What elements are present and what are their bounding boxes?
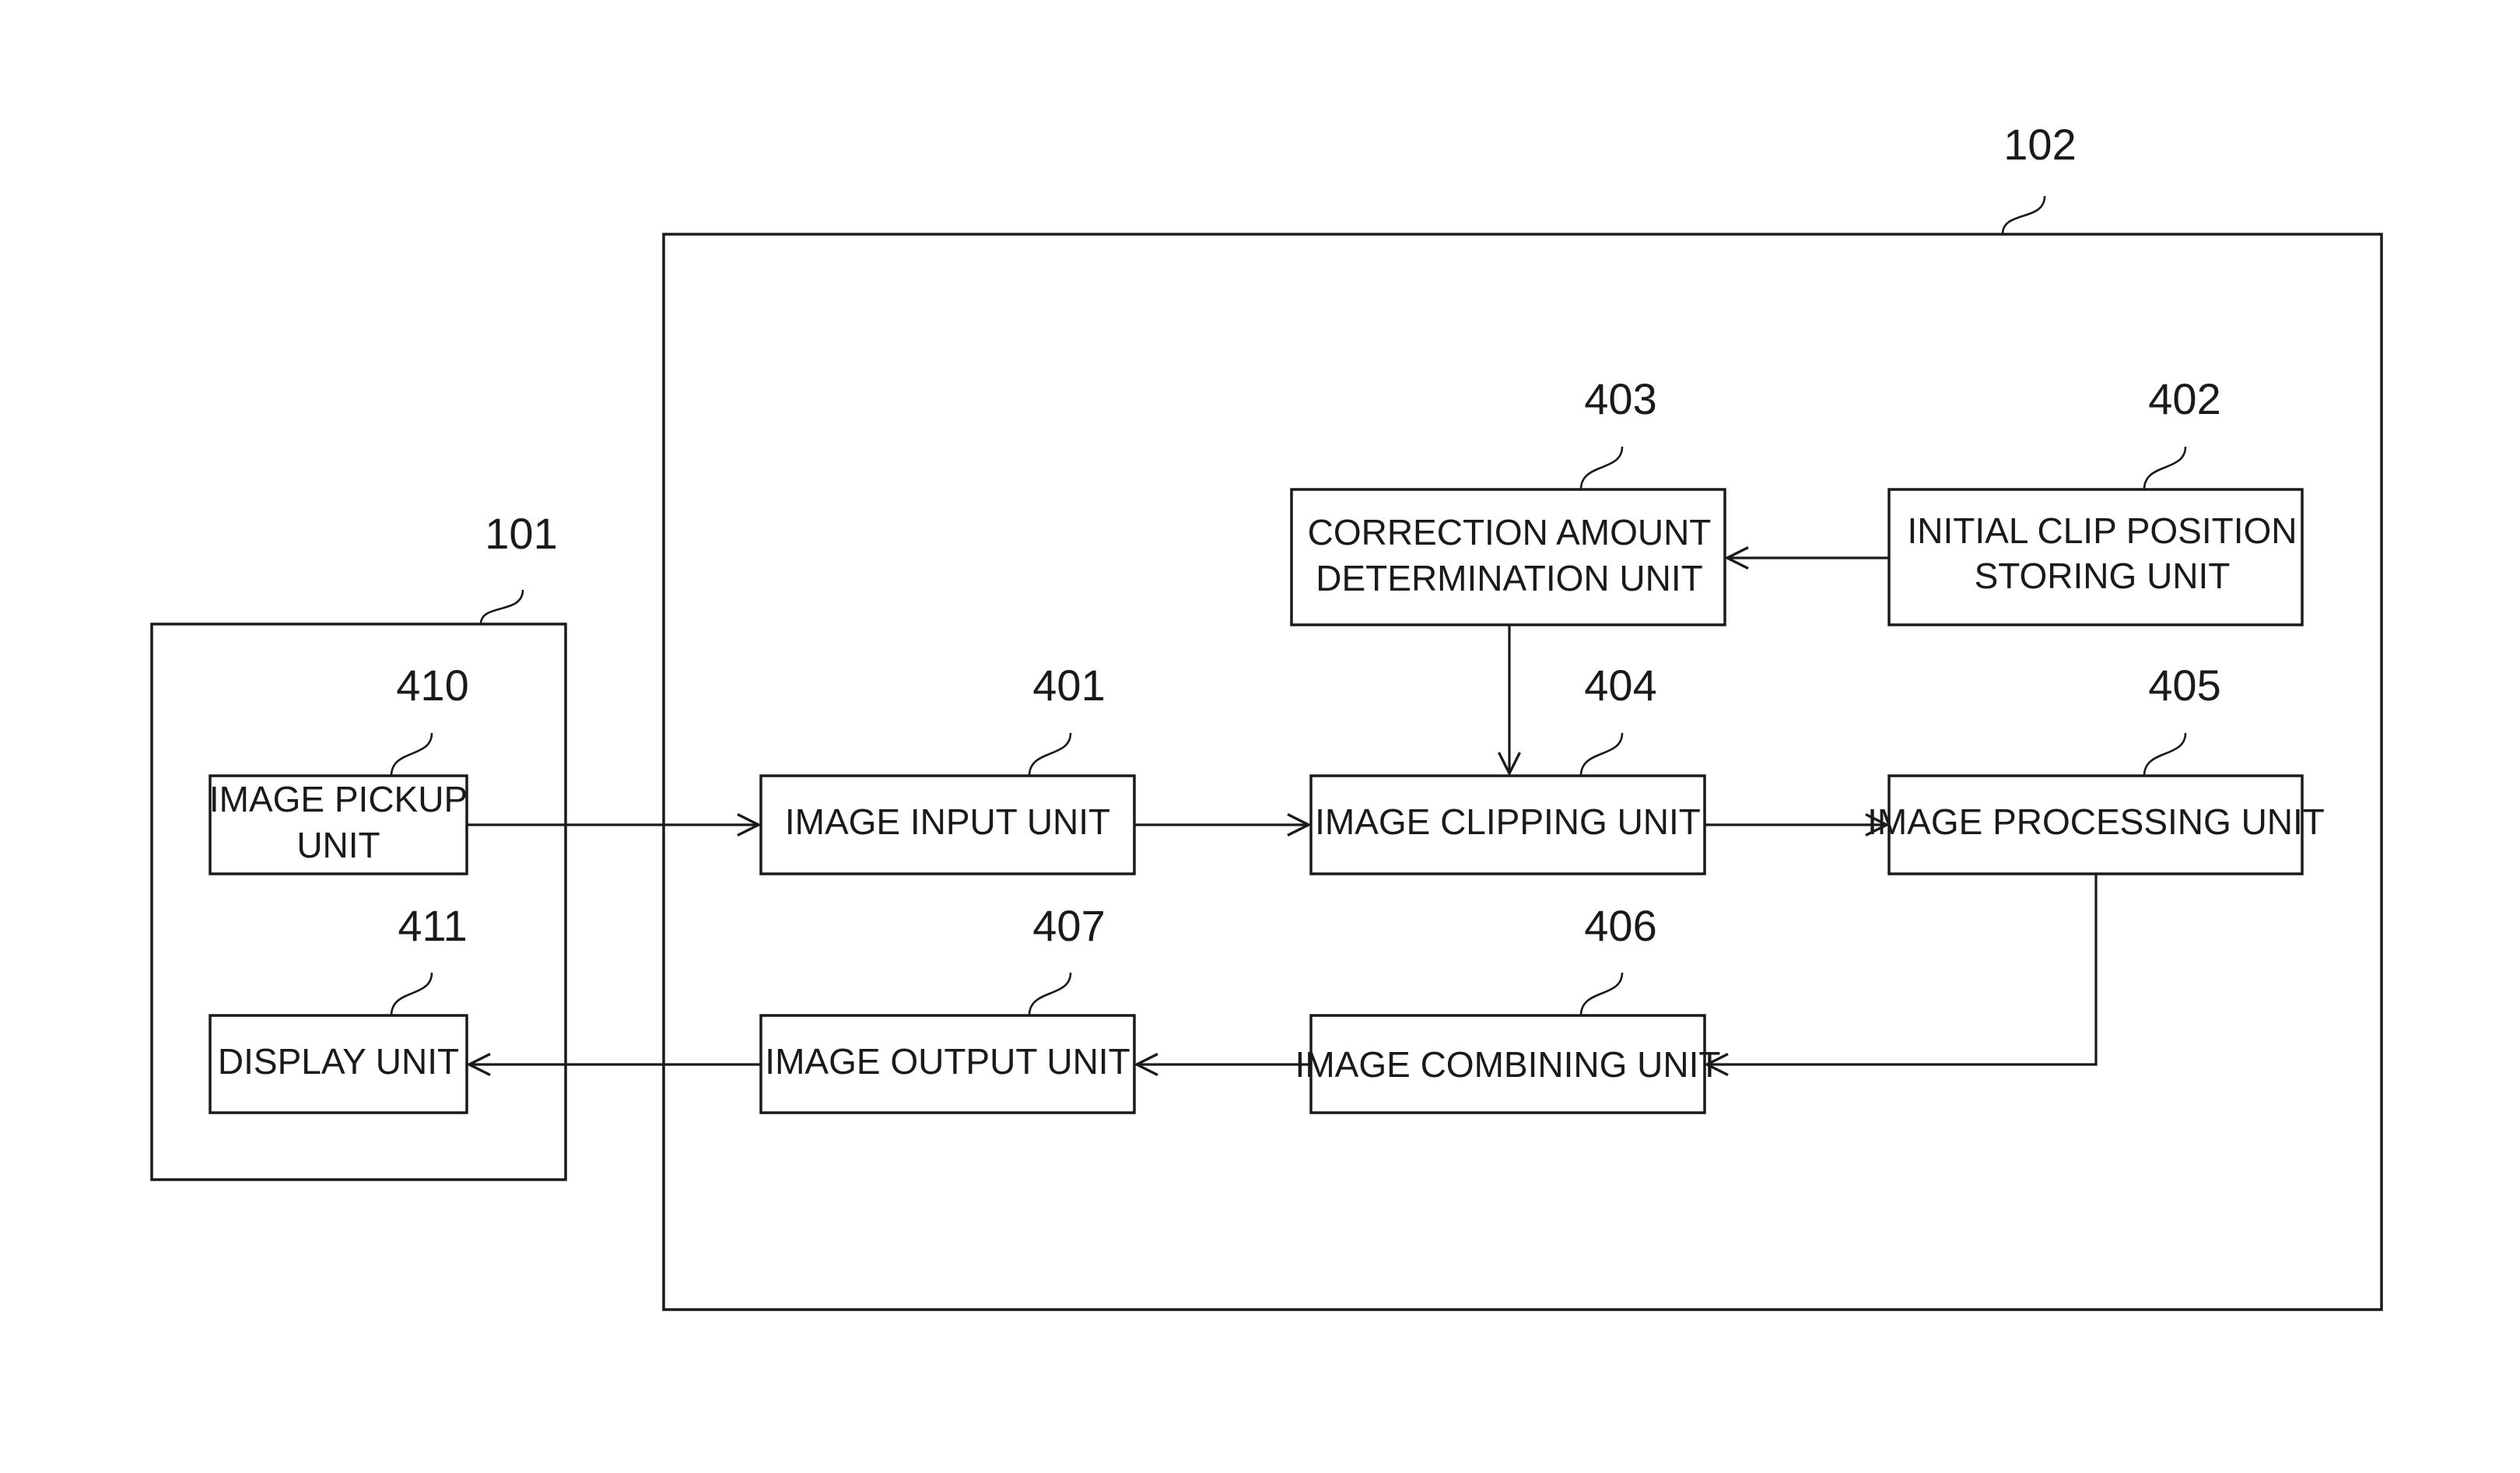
device-102-ref: 102 <box>2003 120 2076 169</box>
display-unit-ref: 411 <box>398 901 467 950</box>
image-input-unit-label: IMAGE INPUT UNIT <box>785 801 1110 842</box>
image-clipping-unit-label: IMAGE CLIPPING UNIT <box>1315 801 1701 842</box>
image-pickup-unit-leader <box>391 733 432 776</box>
arrow-image-processing-to-image-combining <box>1707 874 2096 1064</box>
image-clipping-unit-ref: 404 <box>1584 661 1656 710</box>
correction-amount-determination-unit-box <box>1292 489 1725 625</box>
image-combining-unit: IMAGE COMBINING UNIT 406 <box>1295 901 1721 1113</box>
correction-amount-determination-unit-label-2: DETERMINATION UNIT <box>1316 558 1702 598</box>
image-output-unit-label: IMAGE OUTPUT UNIT <box>765 1041 1130 1082</box>
image-pickup-unit: IMAGE PICKUP UNIT 410 <box>209 661 469 874</box>
initial-clip-position-storing-unit-label-2: STORING UNIT <box>1975 556 2231 596</box>
device-102-frame <box>664 234 2382 1310</box>
image-combining-unit-leader <box>1581 973 1622 1015</box>
initial-clip-position-storing-unit-label-1: INITIAL CLIP POSITION <box>1907 510 2297 551</box>
image-input-unit-ref: 401 <box>1032 661 1105 710</box>
display-unit-leader <box>391 973 432 1015</box>
initial-clip-position-storing-unit-leader <box>2144 447 2185 489</box>
device-101-leader <box>481 590 523 624</box>
image-combining-unit-label: IMAGE COMBINING UNIT <box>1295 1044 1721 1085</box>
image-output-unit-leader <box>1029 973 1071 1015</box>
correction-amount-determination-unit-ref: 403 <box>1584 374 1656 423</box>
image-processing-unit-leader <box>2144 733 2185 776</box>
display-unit-label: DISPLAY UNIT <box>218 1041 459 1082</box>
image-clipping-unit: IMAGE CLIPPING UNIT 404 <box>1311 661 1705 874</box>
image-processing-unit-ref: 405 <box>2148 661 2220 710</box>
image-combining-unit-ref: 406 <box>1584 901 1656 950</box>
image-pickup-unit-label-1: IMAGE PICKUP <box>209 779 468 819</box>
initial-clip-position-storing-unit: INITIAL CLIP POSITION STORING UNIT 402 <box>1889 374 2302 625</box>
correction-amount-determination-unit: CORRECTION AMOUNT DETERMINATION UNIT 403 <box>1292 374 1725 625</box>
device-102-leader <box>2003 196 2045 234</box>
image-processing-unit: IMAGE PROCESSING UNIT 405 <box>1867 661 2325 874</box>
image-processing-unit-label: IMAGE PROCESSING UNIT <box>1867 801 2325 842</box>
image-input-unit: IMAGE INPUT UNIT 401 <box>761 661 1134 874</box>
correction-amount-determination-unit-leader <box>1581 447 1622 489</box>
image-pickup-unit-label-2: UNIT <box>296 825 380 865</box>
image-clipping-unit-leader <box>1581 733 1622 776</box>
image-input-unit-leader <box>1029 733 1071 776</box>
correction-amount-determination-unit-label-1: CORRECTION AMOUNT <box>1308 512 1712 552</box>
image-output-unit-ref: 407 <box>1032 901 1105 950</box>
initial-clip-position-storing-unit-ref: 402 <box>2148 374 2220 423</box>
image-pickup-unit-ref: 410 <box>396 661 468 710</box>
image-output-unit: IMAGE OUTPUT UNIT 407 <box>761 901 1134 1113</box>
device-101-ref: 101 <box>485 509 557 558</box>
display-unit: DISPLAY UNIT 411 <box>210 901 468 1113</box>
